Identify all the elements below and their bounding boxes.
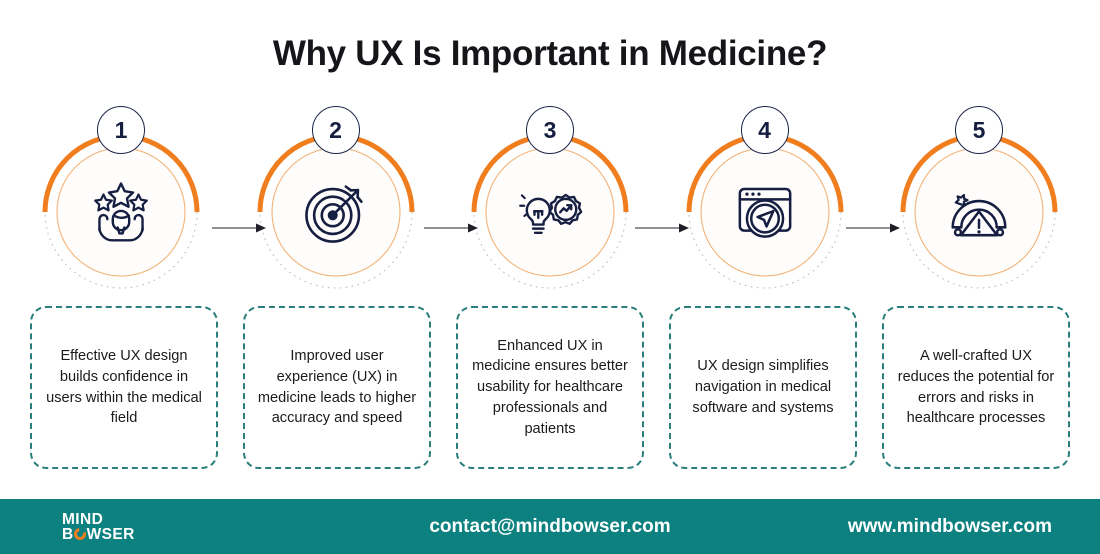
step-4: 4 <box>674 106 856 298</box>
description-cards-row: Effective UX design builds confidence in… <box>30 306 1070 469</box>
description-text-3: Enhanced UX in medicine ensures better u… <box>472 337 628 437</box>
description-text-2: Improved user experience (UX) in medicin… <box>257 348 417 427</box>
target-with-arrow-icon <box>299 175 373 249</box>
person-with-stars-in-hands-icon <box>84 175 158 249</box>
logo-circle-o-icon <box>74 528 87 540</box>
footer-email[interactable]: contact@mindbowser.com <box>429 515 671 537</box>
logo-letters-wser: WSER <box>86 525 135 543</box>
footer-website-url[interactable]: www.mindbowser.com <box>847 515 1052 537</box>
browser-window-navigation-arrow-icon <box>728 175 802 249</box>
step-4-number-badge: 4 <box>740 106 789 154</box>
logo-line-2: B WSER <box>62 525 135 543</box>
description-card-2: Improved user experience (UX) in medicin… <box>243 306 431 469</box>
step-2-ring <box>256 132 416 292</box>
description-card-4: UX design simplifies navigation in medic… <box>669 306 857 469</box>
page-title: Why UX Is Important in Medicine? <box>272 34 828 73</box>
arrow-3-to-4 <box>635 222 691 234</box>
arrow-4-to-5 <box>846 222 902 234</box>
arrow-1-to-2 <box>212 222 268 234</box>
description-text-1: Effective UX design builds confidence in… <box>46 348 202 427</box>
step-2-number-badge: 2 <box>311 106 360 154</box>
lightbulb-with-gear-growth-chart-icon <box>513 175 587 249</box>
step-5-ring <box>899 132 1059 292</box>
step-5-number-badge: 5 <box>955 106 1003 154</box>
mindbowser-logo: MIND B WSER <box>62 510 135 543</box>
description-text-4: UX design simplifies navigation in medic… <box>692 358 834 416</box>
description-card-1: Effective UX design builds confidence in… <box>30 306 218 469</box>
step-3: 3 <box>459 106 641 298</box>
description-text-5: A well-crafted UX reduces the potential … <box>897 348 1055 427</box>
step-4-ring <box>685 132 845 292</box>
description-card-3: Enhanced UX in medicine ensures better u… <box>456 306 644 469</box>
steps-row: 1 <box>30 106 1070 298</box>
step-5: 5 <box>888 106 1070 298</box>
step-1-ring <box>41 132 201 292</box>
arrow-2-to-3 <box>424 222 480 234</box>
step-1: 1 <box>30 106 212 298</box>
logo-line-1: MIND <box>62 510 104 528</box>
risk-gauge-warning-triangle-icon <box>942 175 1016 249</box>
step-1-number-badge: 1 <box>97 106 145 154</box>
description-card-5: A well-crafted UX reduces the potential … <box>882 306 1070 469</box>
logo-letter-b: B <box>62 525 74 543</box>
step-3-number-badge: 3 <box>526 106 574 154</box>
step-2: 2 <box>245 106 427 298</box>
footer-bar: MIND B WSER contact@mindbowser.com www.m… <box>0 499 1100 554</box>
step-3-ring <box>470 132 630 292</box>
